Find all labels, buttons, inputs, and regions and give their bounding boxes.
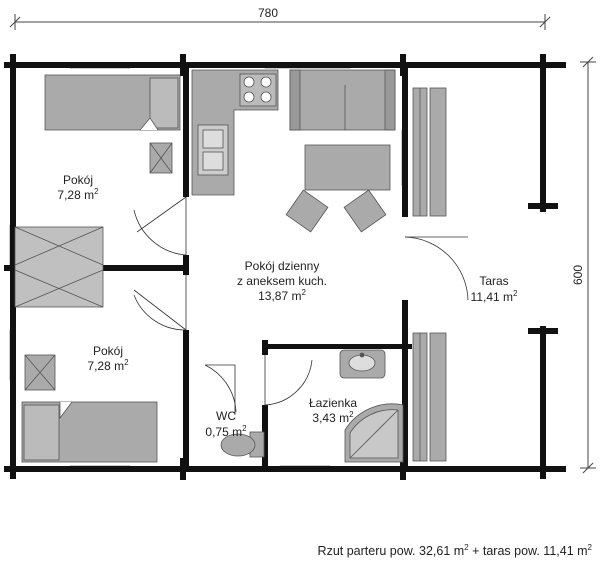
width-dimension-label: 780 <box>258 6 278 20</box>
room-living-subname: z aneksem kuch. <box>237 274 327 288</box>
doors <box>133 196 469 415</box>
room-pokoj-top-area: 7,28 m2 <box>57 187 99 202</box>
room-living-name: Pokój dzienny <box>245 259 320 273</box>
caption-part2: + taras pow. 11,41 m <box>468 544 588 559</box>
room-lazienka-area: 3,43 m2 <box>312 410 354 425</box>
height-dimension-label: 600 <box>571 265 585 285</box>
room-wc-area: 0,75 m2 <box>205 424 247 439</box>
room-pokoj-top-name: Pokój <box>63 173 93 187</box>
caption-exp2: 2 <box>587 543 592 552</box>
caption-exp1: 2 <box>464 543 469 552</box>
room-living-area: 13,87 m2 <box>258 288 306 303</box>
room-pokoj-bottom-name: Pokój <box>93 344 123 358</box>
room-wc-name: WC <box>216 409 236 423</box>
room-labels: Pokój 7,28 m2 Pokój 7,28 m2 Pokój dzienn… <box>57 173 518 439</box>
dimension-lines <box>9 14 596 474</box>
plan-caption: Rzut parteru pow. 32,61 m2 + taras pow. … <box>0 543 592 558</box>
room-lazienka-name: Łazienka <box>309 396 357 410</box>
room-pokoj-bottom-area: 7,28 m2 <box>87 358 129 373</box>
room-taras-name: Taras <box>479 274 508 288</box>
room-taras-area: 11,41 m2 <box>471 289 518 304</box>
furniture <box>14 69 447 463</box>
caption-part1: Rzut parteru pow. 32,61 m <box>317 544 465 559</box>
